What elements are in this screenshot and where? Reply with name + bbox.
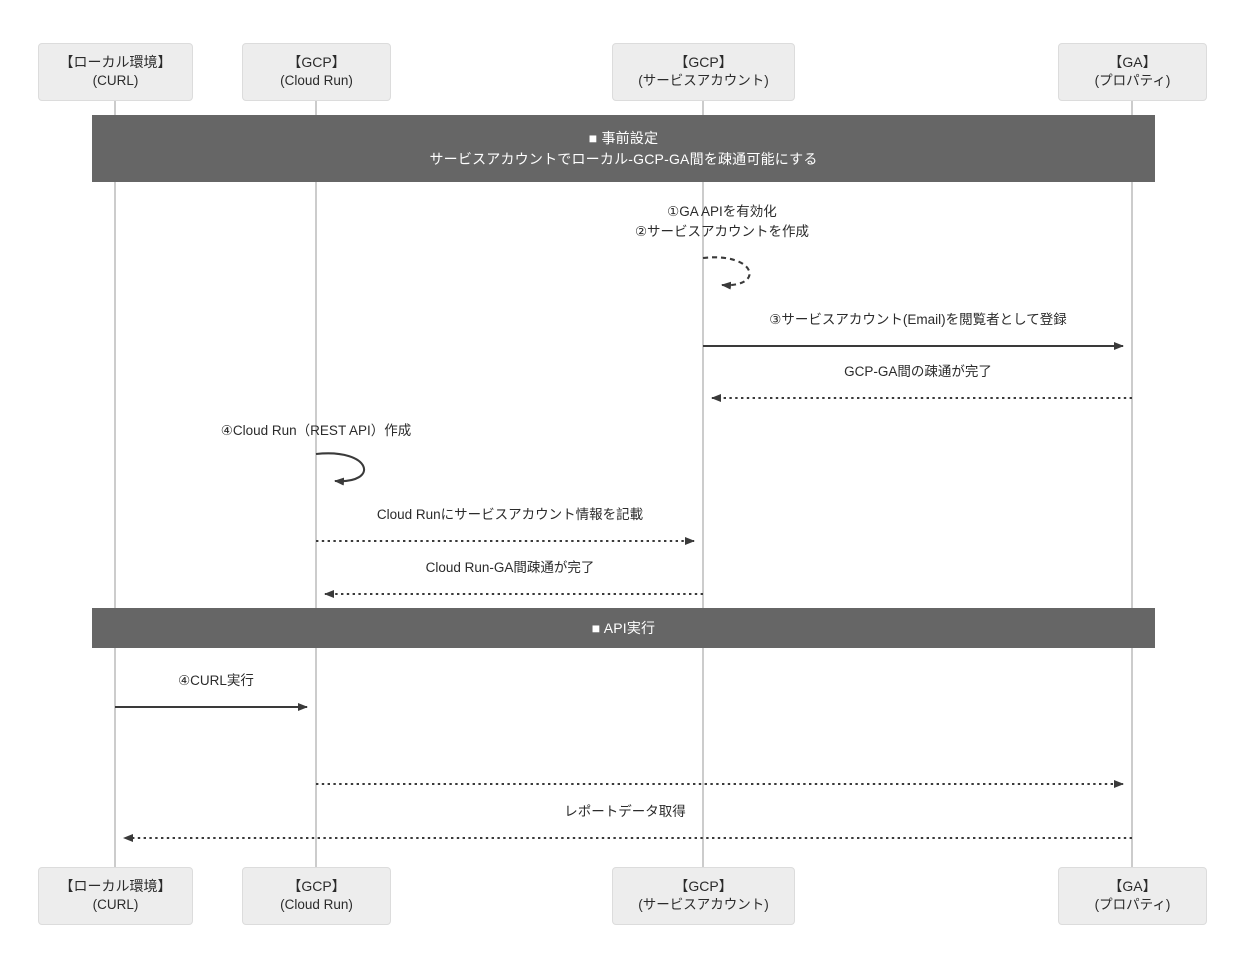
message-label-enable-api: ①GA APIを有効化 ②サービスアカウントを作成	[635, 202, 809, 243]
message-label-line: ①GA APIを有効化	[667, 204, 777, 219]
participant-title: 【GA】	[1108, 878, 1157, 895]
participant-cloudrun-bottom[interactable]: 【GCP】 (Cloud Run)	[242, 867, 391, 925]
participant-title: 【GCP】	[674, 878, 733, 895]
message-label-line: ②サービスアカウントを作成	[634, 224, 810, 240]
message-msg-enable-api	[702, 256, 751, 290]
participant-ga-bottom[interactable]: 【GA】 (プロパティ)	[1058, 867, 1207, 925]
lifelines	[114, 101, 1133, 867]
band-line: ■ API実行	[591, 619, 656, 636]
participant-ga-top[interactable]: 【GA】 (プロパティ)	[1058, 43, 1207, 101]
participant-sa-bottom[interactable]: 【GCP】 (サービスアカウント)	[612, 867, 795, 925]
message-label-curl-exec: ④CURL実行	[178, 673, 254, 688]
message-label-report-data: レポートデータ取得	[564, 804, 686, 819]
message-label-cloudrun-ga-done: Cloud Run-GA間疎通が完了	[425, 560, 595, 575]
participant-title: 【GCP】	[287, 54, 346, 71]
section-band-pre-setup: ■ 事前設定 サービスアカウントでローカル-GCP-GA間を疎通可能にする	[92, 115, 1155, 182]
participant-title: 【GCP】	[287, 878, 346, 895]
participant-cloudrun-top[interactable]: 【GCP】 (Cloud Run)	[242, 43, 391, 101]
band-line: サービスアカウントでローカル-GCP-GA間を疎通可能にする	[429, 150, 818, 167]
message-label-write-sa-info: Cloud Runにサービスアカウント情報を記載	[376, 507, 644, 522]
participant-subtitle: (CURL)	[92, 897, 139, 913]
message-label-gcp-ga-done: GCP-GA間の疎通が完了	[844, 364, 992, 379]
participant-title: 【GCP】	[674, 54, 733, 71]
participant-local-top[interactable]: 【ローカル環境】 (CURL)	[38, 43, 193, 101]
participant-subtitle: (プロパティ)	[1094, 73, 1171, 89]
participant-subtitle: (サービスアカウント)	[638, 73, 769, 89]
participant-subtitle: (CURL)	[92, 73, 139, 89]
participant-title: 【ローカル環境】	[59, 54, 172, 71]
participant-subtitle: (Cloud Run)	[280, 897, 353, 913]
participant-subtitle: (Cloud Run)	[280, 73, 353, 89]
participant-sa-top[interactable]: 【GCP】 (サービスアカウント)	[612, 43, 795, 101]
participant-title: 【ローカル環境】	[59, 878, 172, 895]
section-band-api-exec: ■ API実行	[92, 608, 1155, 648]
message-msg-create-cloudrun	[315, 452, 366, 486]
band-line: ■ 事前設定	[588, 129, 659, 146]
message-label-create-cloudrun: ④Cloud Run（REST API）作成	[220, 423, 412, 438]
participant-local-bottom[interactable]: 【ローカル環境】 (CURL)	[38, 867, 193, 925]
participant-subtitle: (プロパティ)	[1094, 897, 1171, 913]
message-label-register-viewer: ③サービスアカウント(Email)を閲覧者として登録	[769, 312, 1067, 327]
participant-title: 【GA】	[1108, 54, 1157, 71]
participant-subtitle: (サービスアカウント)	[638, 897, 769, 913]
